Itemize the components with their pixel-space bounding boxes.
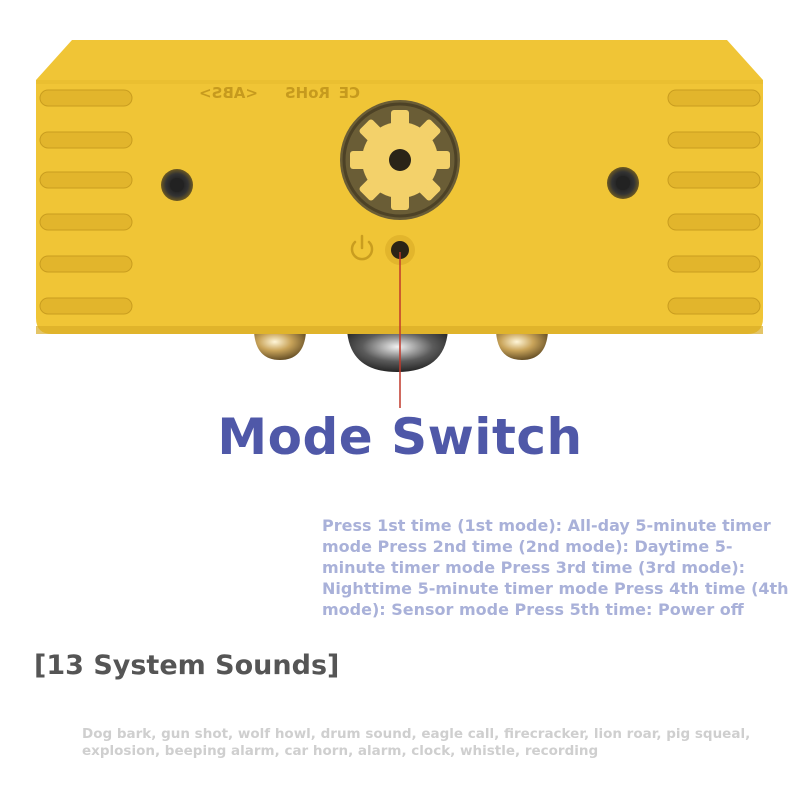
mold-ce: CE	[339, 84, 360, 102]
mode-switch-button[interactable]	[385, 235, 415, 265]
mode-switch-title: Mode Switch	[217, 408, 583, 466]
product-photo: <ABS> RoHS CE	[36, 40, 763, 408]
right-vents	[667, 89, 761, 315]
mold-marks: <ABS> RoHS CE	[199, 84, 360, 102]
mold-rohs: RoHS	[285, 84, 330, 102]
knob-center-hole	[389, 149, 411, 171]
left-emitter	[254, 332, 306, 360]
right-emitter	[496, 332, 548, 360]
left-vents	[39, 89, 133, 315]
bottom-sensors	[254, 330, 548, 372]
mounting-knob	[340, 100, 460, 220]
lens-dome	[347, 330, 448, 372]
system-sounds-list: Dog bark, gun shot, wolf howl, drum soun…	[82, 726, 751, 759]
mode-description: Press 1st time (1st mode): All-day 5-min…	[322, 516, 789, 619]
power-icon	[350, 234, 374, 261]
system-sounds-heading: [13 System Sounds]	[34, 650, 340, 681]
mold-abs: <ABS>	[199, 84, 258, 102]
